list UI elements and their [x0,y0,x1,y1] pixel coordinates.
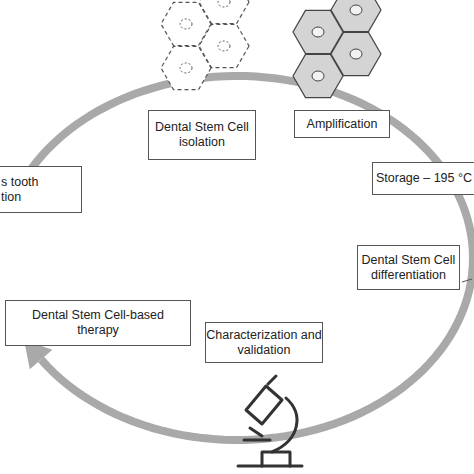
step-label: Dental Stem Cell-based therapy [28,308,168,338]
process-box: Dental Stem Cell-based therapy [5,300,191,346]
process-box: Dental Stem Cell isolation [148,110,256,160]
microscope-base [238,465,302,468]
step-label: Amplification [307,117,378,132]
microscope-foot [262,452,290,466]
cycle-arrow [22,76,473,440]
process-box: Dental Stem Cell differentiation [357,245,460,290]
microscope-lens [250,428,262,436]
step-label: Dental Stem Cell differentiation [359,253,458,283]
process-box: s tooth tion [0,166,82,213]
dashed-cells [161,0,249,90]
cell-shape [331,0,381,32]
cell-outline [199,0,249,24]
microscope-tube [246,386,282,424]
tick-mark [462,279,472,282]
step-label: Storage – 195 °C [376,171,472,186]
microscope-eyepiece [268,376,276,384]
cycle-arc [22,76,473,440]
process-box: Characterization and validation [205,322,323,363]
microscope-stage [244,439,270,442]
step-label: s tooth tion [1,175,51,205]
step-label: Dental Stem Cell isolation [152,120,252,150]
process-box: Amplification [294,110,390,138]
cell-shape [293,54,343,97]
cell-outline [161,46,211,89]
step-label: Characterization and validation [206,328,322,358]
process-box: Storage – 195 °C [372,162,474,195]
grey-cells [293,0,381,98]
microscope-icon [238,376,302,466]
